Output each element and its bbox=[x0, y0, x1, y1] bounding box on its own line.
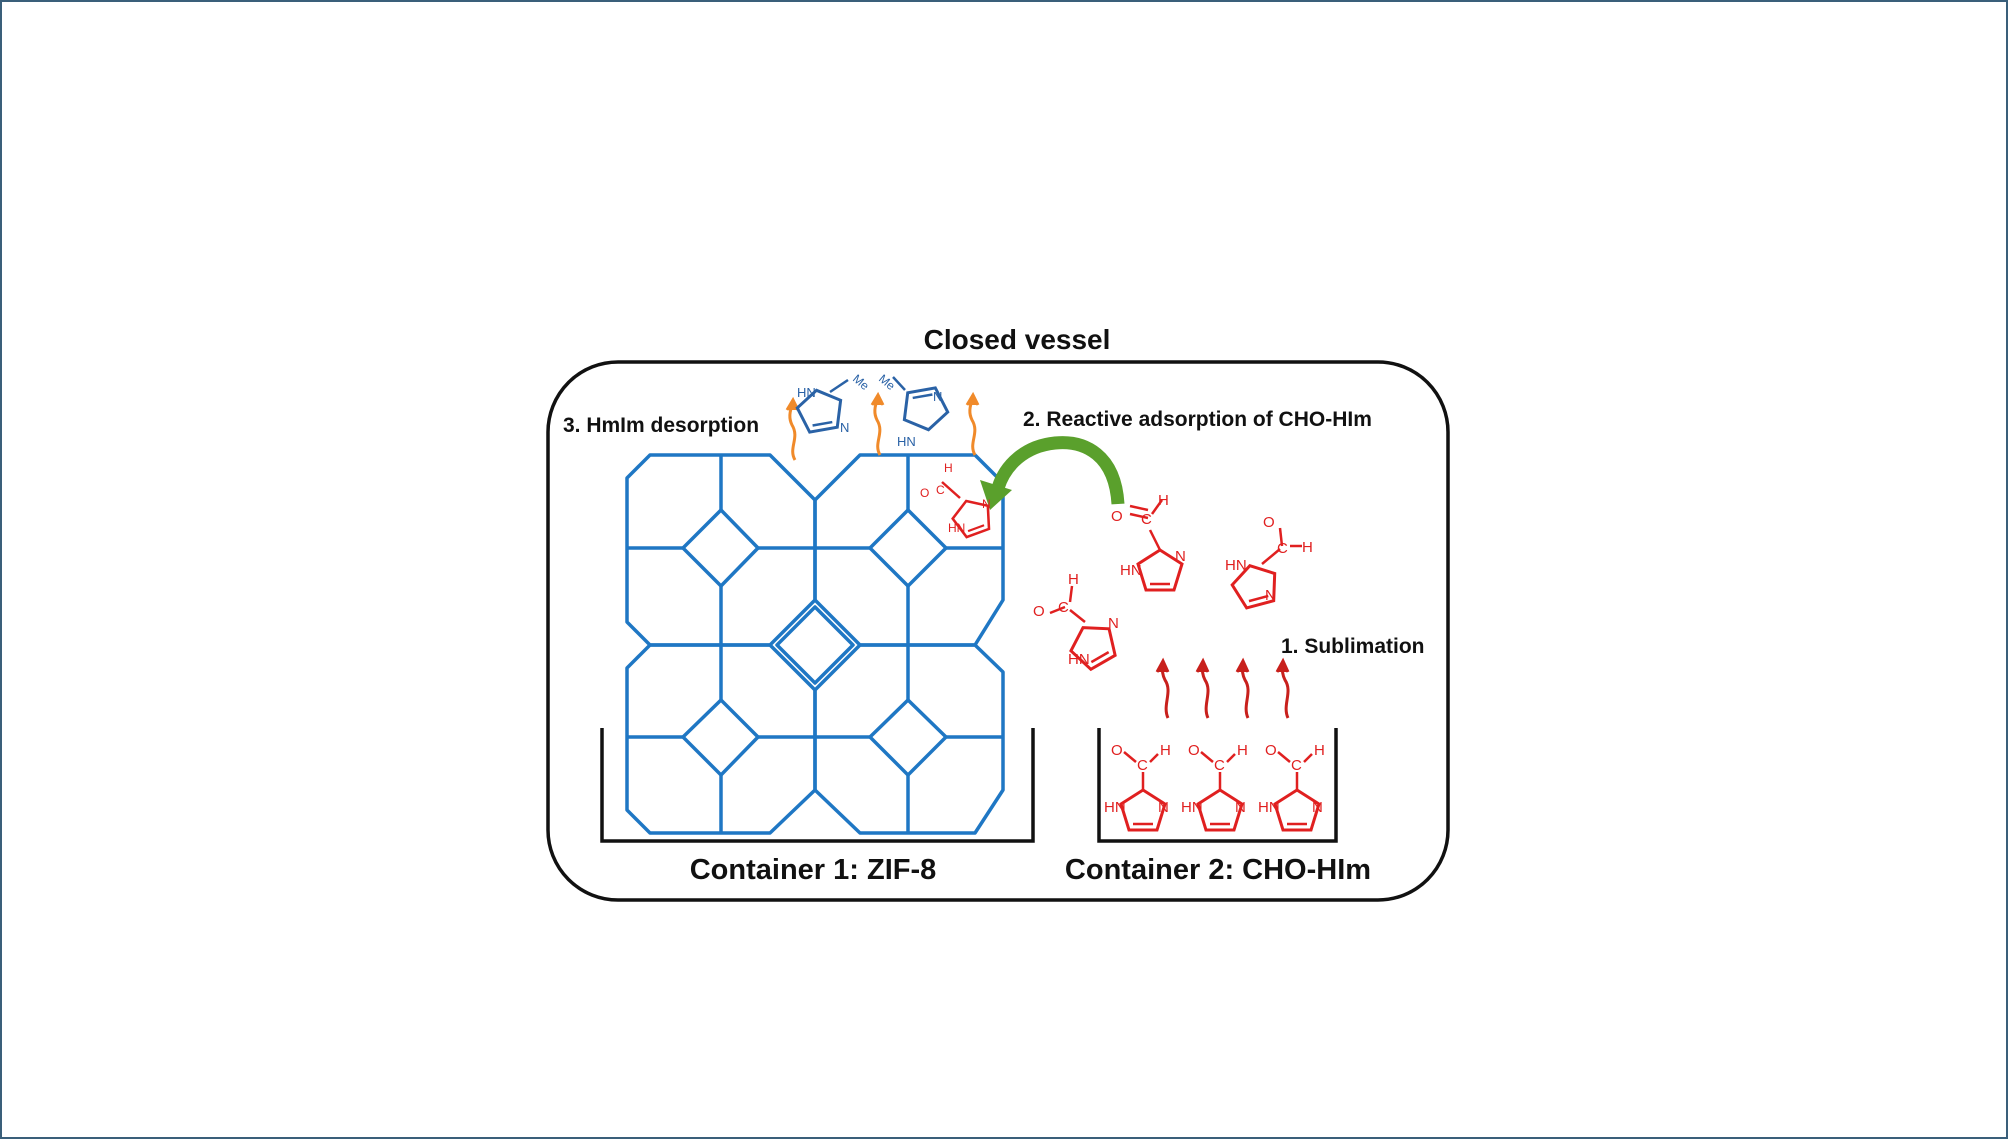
cho-him-solid-3: O C H HN N bbox=[1258, 742, 1325, 832]
cho-him-solid-2: O C H HN N bbox=[1181, 742, 1248, 832]
container-2-outline bbox=[1097, 728, 1338, 843]
hmim-atom-me: Me bbox=[850, 372, 872, 394]
cho-him-solid-1: O C H HN N bbox=[1104, 742, 1171, 832]
container-1-outline bbox=[600, 728, 1035, 843]
atom-nh: HN bbox=[1181, 799, 1203, 816]
atom-o: O bbox=[1263, 514, 1275, 531]
desorption-arrows bbox=[785, 391, 980, 461]
closed-vessel-outline bbox=[546, 360, 1450, 902]
atom-o: O bbox=[1033, 603, 1045, 620]
atom-nh: HN bbox=[948, 521, 965, 535]
zif8-framework bbox=[625, 453, 1005, 835]
atom-c: C bbox=[1137, 757, 1148, 774]
hmim-atom-n: N bbox=[933, 389, 942, 404]
atom-nh: HN bbox=[1104, 799, 1126, 816]
hmim-molecule-1: HN N Me bbox=[793, 372, 872, 436]
atom-nh: HN bbox=[1068, 651, 1090, 668]
atom-o: O bbox=[920, 486, 929, 500]
hmim-atom-nh: HN bbox=[897, 434, 916, 449]
label-sublimation: 1. Sublimation bbox=[1281, 635, 1425, 658]
atom-nh: HN bbox=[1258, 799, 1280, 816]
cho-him-adsorbed: O C H HN N bbox=[920, 461, 997, 541]
atom-h: H bbox=[1160, 742, 1171, 759]
atom-n: N bbox=[1235, 799, 1246, 816]
atom-n: N bbox=[982, 497, 991, 511]
atom-h: H bbox=[1068, 571, 1079, 588]
atom-o: O bbox=[1188, 742, 1200, 759]
atom-h: H bbox=[1314, 742, 1325, 759]
hmim-atom-me: Me bbox=[876, 372, 898, 394]
atom-n: N bbox=[1108, 615, 1119, 632]
sublimation-arrows bbox=[1155, 657, 1290, 719]
cho-him-gas-2: O C H HN N bbox=[1225, 514, 1313, 612]
atom-c: C bbox=[1214, 757, 1225, 774]
atom-c: C bbox=[1277, 540, 1288, 557]
label-container-2: Container 2: CHO-HIm bbox=[1065, 854, 1371, 886]
adsorption-arrow bbox=[980, 436, 1125, 510]
atom-n: N bbox=[1312, 799, 1323, 816]
atom-c: C bbox=[1058, 599, 1069, 616]
atom-h: H bbox=[1158, 492, 1169, 509]
hmim-atom-nh: HN bbox=[797, 385, 816, 400]
atom-o: O bbox=[1265, 742, 1277, 759]
hmim-molecule-2: HN N Me bbox=[876, 372, 952, 449]
cho-him-gas-3: O C H HN N bbox=[1033, 571, 1124, 675]
label-reactive-adsorption: 2. Reactive adsorption of CHO-HIm bbox=[1023, 408, 1372, 431]
atom-c: C bbox=[936, 483, 945, 497]
atom-nh: HN bbox=[1225, 557, 1247, 574]
label-container-1: Container 1: ZIF-8 bbox=[690, 854, 937, 886]
atom-nh: HN bbox=[1120, 562, 1142, 579]
atom-n: N bbox=[1175, 548, 1186, 565]
atom-h: H bbox=[1302, 539, 1313, 556]
cho-him-gas-1: O C H HN N bbox=[1111, 492, 1186, 592]
atom-h: H bbox=[944, 461, 953, 475]
atom-o: O bbox=[1111, 742, 1123, 759]
atom-c: C bbox=[1141, 511, 1152, 528]
atom-h: H bbox=[1237, 742, 1248, 759]
atom-o: O bbox=[1111, 508, 1123, 525]
atom-n: N bbox=[1265, 587, 1276, 604]
hmim-atom-n: N bbox=[840, 420, 849, 435]
diagram-title: Closed vessel bbox=[924, 324, 1111, 355]
atom-c: C bbox=[1291, 757, 1302, 774]
label-hmim-desorption: 3. HmIm desorption bbox=[563, 414, 759, 437]
atom-n: N bbox=[1158, 799, 1169, 816]
